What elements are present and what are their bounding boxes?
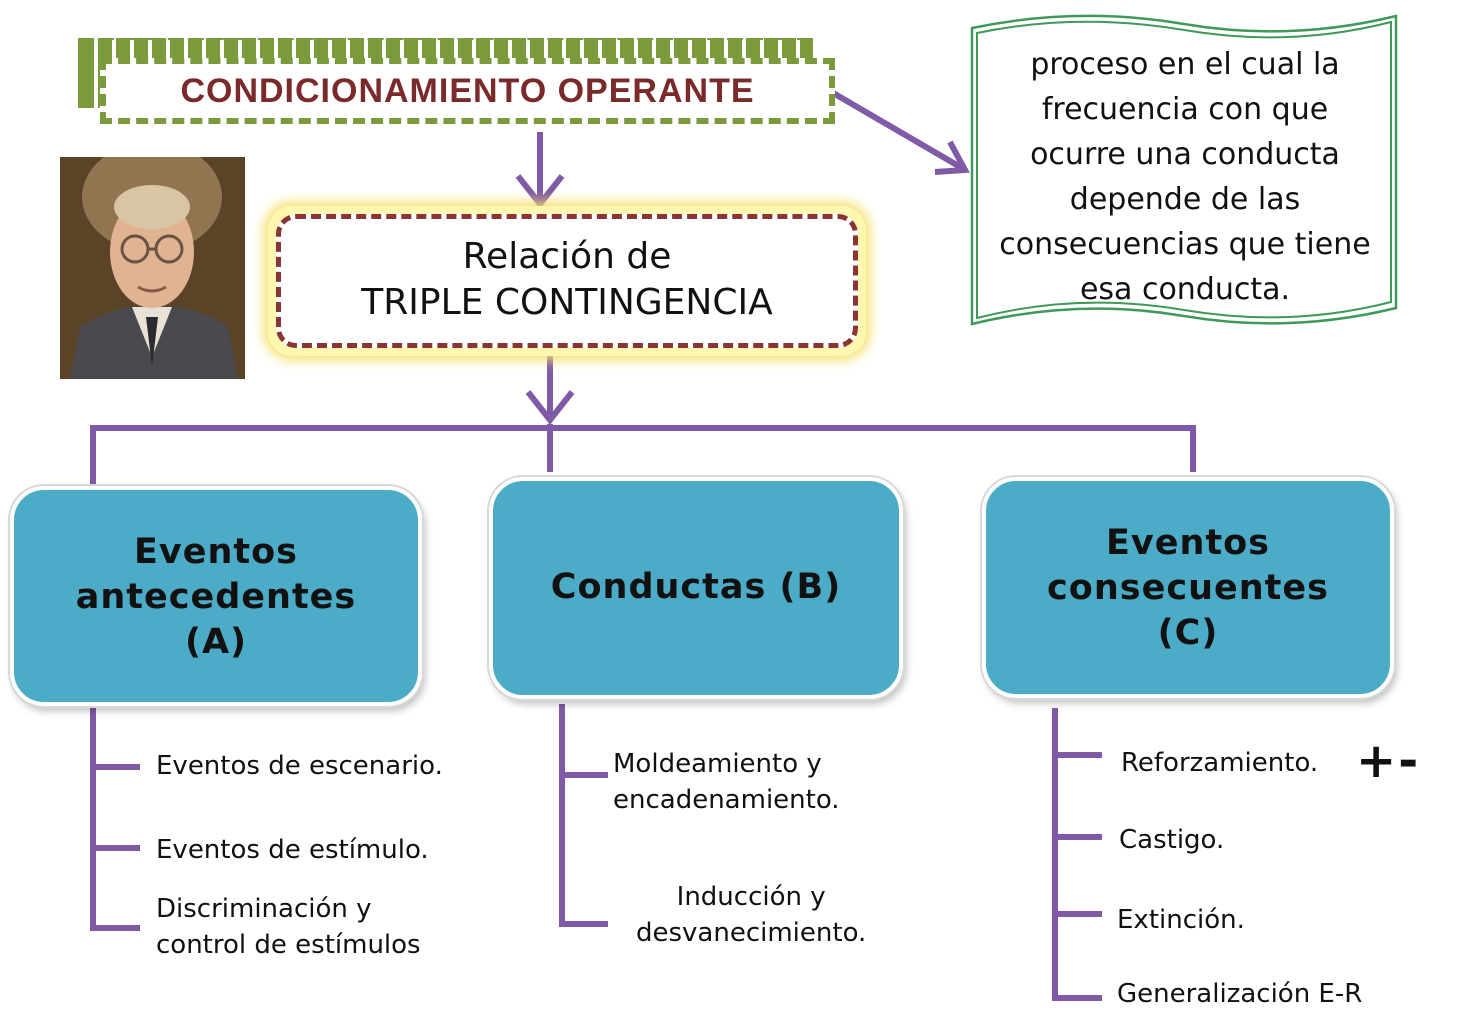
definition-text: proceso en el cual la frecuencia con que… xyxy=(980,42,1390,312)
arrowhead-title-to-relation xyxy=(515,174,565,209)
list-item: Castigo. xyxy=(1119,822,1224,858)
definition-frame xyxy=(970,14,1398,326)
card-heading-line: Eventos xyxy=(134,532,298,572)
list-item: Eventos de estímulo. xyxy=(156,832,429,868)
relation-label: Relación de TRIPLE CONTINGENCIA xyxy=(276,234,858,326)
list-item: Generalización E-R xyxy=(1117,976,1362,1012)
card-behaviors-label: Conductas (B) xyxy=(489,565,903,610)
definition-line: frecuencia con que xyxy=(1041,92,1329,127)
branch-bar xyxy=(90,425,1196,484)
list-item: Extinción. xyxy=(1117,902,1245,938)
list-item-line: encadenamiento. xyxy=(613,785,840,815)
list-item-line: Extinción. xyxy=(1117,905,1245,935)
card-antecedents xyxy=(10,486,422,706)
card-heading-line: Conductas (B) xyxy=(550,567,842,607)
reinforcement-sign: +- xyxy=(1356,733,1421,789)
definition-line: ocurre una conducta xyxy=(1030,137,1340,172)
card-heading-line: (A) xyxy=(184,622,248,662)
list-item: Discriminación y control de estímulos xyxy=(156,891,421,963)
definition-line: consecuencias que tiene xyxy=(999,227,1371,262)
list-item-line: Moldeamiento y xyxy=(613,749,822,779)
list-item-line: Generalización E-R xyxy=(1117,979,1363,1009)
card-heading-line: (C) xyxy=(1157,613,1219,653)
list-item-line: Discriminación y xyxy=(156,894,372,924)
list-item-line: Reforzamiento. xyxy=(1121,748,1319,778)
card-consequences-label: Eventos consecuentes (C) xyxy=(982,521,1394,656)
arrow-title-to-definition xyxy=(826,87,964,171)
list-item: Reforzamiento. xyxy=(1121,745,1318,781)
list-item-line: control de estímulos xyxy=(156,930,421,960)
list-item-line: Castigo. xyxy=(1119,825,1225,855)
definition-line: proceso en el cual la xyxy=(1030,47,1340,82)
card-heading-line: antecedentes xyxy=(75,577,357,617)
list-item: Moldeamiento y encadenamiento. xyxy=(613,746,840,818)
definition-line: depende de las xyxy=(1069,182,1301,217)
relation-line-2: TRIPLE CONTINGENCIA xyxy=(361,282,773,323)
list-item-line: Inducción y xyxy=(676,882,826,912)
card-heading-line: consecuentes xyxy=(1047,568,1329,608)
card-heading-line: Eventos xyxy=(1106,523,1270,563)
list-item: Inducción y desvanecimiento. xyxy=(636,879,866,951)
list-item-line: Eventos de escenario. xyxy=(156,751,443,781)
arrowhead-title-to-definition xyxy=(934,140,970,175)
list-item-line: desvanecimiento. xyxy=(636,918,867,948)
card-antecedents-label: Eventos antecedentes (A) xyxy=(10,530,422,665)
definition-line: esa conducta. xyxy=(1079,272,1291,307)
diagram-title: CONDICIONAMIENTO OPERANTE xyxy=(180,72,755,110)
list-item-line: Eventos de estímulo. xyxy=(156,835,429,865)
card-consequences xyxy=(982,477,1394,698)
relation-box xyxy=(276,214,858,348)
list-item: Eventos de escenario. xyxy=(156,748,443,784)
arrowhead-relation-down xyxy=(525,390,575,425)
relation-line-1: Relación de xyxy=(462,236,672,277)
title-frame xyxy=(100,58,835,124)
person-portrait-icon xyxy=(60,157,245,379)
card-behaviors xyxy=(489,477,903,699)
